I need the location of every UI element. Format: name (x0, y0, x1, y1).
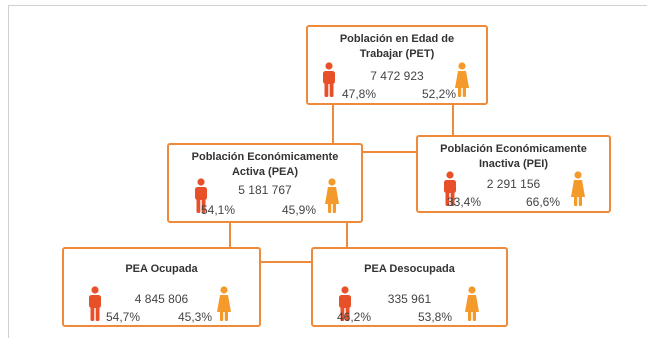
pea-desocupada-total: 335 961 (387, 292, 432, 306)
pet-title: Población en Edad de Trabajar (PET) (308, 32, 486, 62)
male-person-icon (442, 171, 458, 207)
pei-female-pct: 66,6% (526, 195, 561, 209)
female-person-icon (216, 286, 232, 322)
pei-male-pct: 33,4% (447, 195, 482, 209)
pei-title-line2: Inactiva (PEI) (478, 158, 549, 170)
pea-female-pct: 45,9% (282, 203, 317, 217)
pea-desocupada-female-pct: 53,8% (418, 310, 453, 324)
pet-total: 7 472 923 (370, 69, 424, 83)
female-person-icon (464, 286, 480, 322)
pea-ocupada-box: PEA Ocupada 4 845 806 54,7% 45,3% (62, 247, 261, 327)
pei-title: Población Económicamente Inactiva (PEI) (418, 142, 609, 172)
frame-border-top (8, 5, 647, 6)
female-person-icon (454, 62, 470, 98)
pet-box: Población en Edad de Trabajar (PET) 7 47… (306, 25, 488, 105)
male-person-icon (337, 286, 353, 322)
frame-border-left (8, 5, 9, 338)
pet-title-line1: Población en Edad de (339, 33, 455, 45)
pea-desocupada-box: PEA Desocupada 335 961 46,2% 53,8% (311, 247, 508, 327)
pea-ocupada-male-pct: 54,7% (106, 310, 141, 324)
pea-ocupada-title: PEA Ocupada (125, 263, 198, 275)
male-person-icon (321, 62, 337, 98)
pea-title-line1: Población Económicamente (191, 151, 339, 163)
female-person-icon (570, 171, 586, 207)
male-person-icon (87, 286, 103, 322)
pet-female-pct: 52,2% (422, 87, 457, 101)
pei-title-line1: Población Económicamente (440, 143, 587, 155)
male-person-icon (193, 178, 209, 214)
pea-ocupada-female-pct: 45,3% (178, 310, 213, 324)
pea-total: 5 181 767 (238, 183, 292, 197)
female-person-icon (324, 178, 340, 214)
pea-title: Población Económicamente Activa (PEA) (169, 150, 361, 180)
pei-total: 2 291 156 (486, 177, 541, 191)
pea-title-line2: Activa (PEA) (231, 166, 299, 178)
pea-desocupada-male-pct: 46,2% (337, 310, 372, 324)
pea-male-pct: 54,1% (201, 203, 236, 217)
pea-desocupada-title: PEA Desocupada (364, 263, 455, 275)
pet-title-line2: Trabajar (PET) (359, 48, 435, 60)
pea-box: Población Económicamente Activa (PEA) 5 … (167, 143, 363, 223)
pea-ocupada-total: 4 845 806 (134, 292, 189, 306)
pei-box: Población Económicamente Inactiva (PEI) … (416, 135, 611, 213)
pet-male-pct: 47,8% (342, 87, 377, 101)
